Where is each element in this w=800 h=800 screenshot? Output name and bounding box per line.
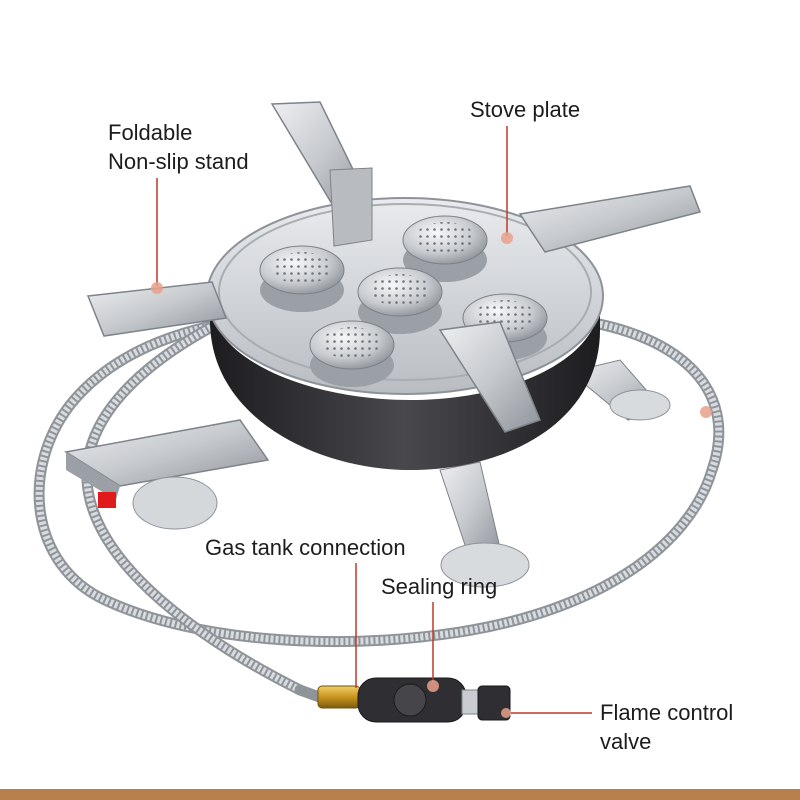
label-sealing-ring: Sealing ring xyxy=(381,572,497,601)
label-gas-tank-connection: Gas tank connection xyxy=(205,533,406,562)
label-flame-control-valve: Flame control valve xyxy=(600,698,733,756)
label-foldable-stand: Foldable Non-slip stand xyxy=(108,118,249,176)
gas-hose xyxy=(33,312,725,704)
label-stove-plate-text: Stove plate xyxy=(470,97,581,122)
label-foldable-stand-line1: Foldable xyxy=(108,120,193,145)
stove-legs xyxy=(63,359,671,588)
label-flame-control-valve-line2: valve xyxy=(600,729,652,754)
pot-support-arms xyxy=(86,101,702,433)
label-stove-plate: Stove plate xyxy=(470,95,580,124)
label-gas-tank-connection-text: Gas tank connection xyxy=(205,535,406,560)
label-sealing-ring-text: Sealing ring xyxy=(381,574,498,599)
bottom-border-strip xyxy=(0,789,800,800)
callouts xyxy=(151,126,712,718)
brass-connector xyxy=(317,685,361,709)
sealing-ring-icon xyxy=(393,683,427,717)
label-flame-control-valve-line1: Flame control xyxy=(600,700,734,725)
valve-assembly xyxy=(317,677,511,723)
label-foldable-stand-line2: Non-slip stand xyxy=(108,149,249,174)
red-marker xyxy=(98,492,116,508)
